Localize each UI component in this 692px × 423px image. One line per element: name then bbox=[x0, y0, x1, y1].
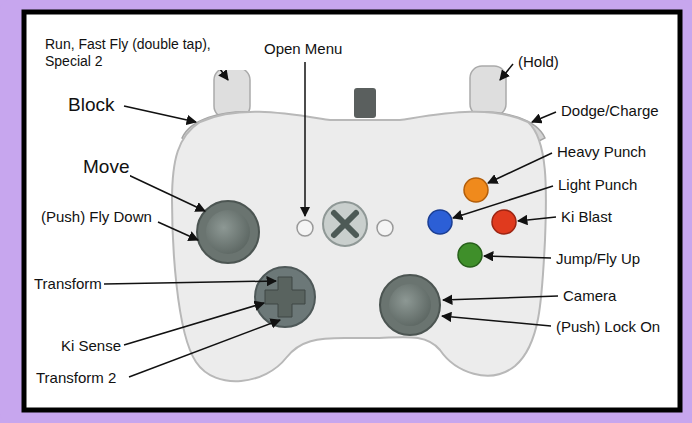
leader-line bbox=[484, 256, 551, 258]
callout-label: Light Punch bbox=[557, 176, 638, 194]
callout-label: Ki Blast bbox=[560, 208, 613, 226]
leader-line bbox=[453, 186, 553, 218]
leader-line bbox=[124, 106, 196, 122]
left-stick bbox=[197, 201, 259, 263]
callout-label: Block bbox=[67, 94, 115, 117]
leader-line bbox=[488, 153, 552, 183]
callout-label: Open Menu bbox=[263, 40, 343, 58]
callout-label: Transform 2 bbox=[35, 369, 117, 387]
callout-label: (Push) Fly Down bbox=[40, 208, 153, 226]
callout-label: Dodge/Charge bbox=[560, 102, 660, 120]
leader-line bbox=[104, 281, 276, 284]
callout-label: Ki Sense bbox=[60, 337, 122, 355]
y-button bbox=[464, 178, 488, 202]
leader-line bbox=[532, 112, 556, 122]
right-stick-cap bbox=[389, 284, 431, 326]
callout-label: Run, Fast Fly (double tap), Special 2 bbox=[44, 36, 246, 70]
leader-line bbox=[500, 64, 513, 80]
right-stick bbox=[380, 275, 440, 335]
b-button bbox=[492, 210, 516, 234]
leader-line bbox=[442, 316, 551, 326]
dpad-ring bbox=[255, 267, 315, 327]
x-button bbox=[428, 210, 452, 234]
callout-label: (Push) Lock On bbox=[555, 318, 661, 336]
right-trigger bbox=[470, 66, 506, 116]
left-trigger bbox=[214, 68, 250, 118]
callout-label: Heavy Punch bbox=[556, 143, 647, 161]
port bbox=[354, 88, 376, 118]
start-button bbox=[377, 220, 393, 236]
callout-label: Move bbox=[82, 156, 130, 179]
callout-label: Transform bbox=[33, 275, 103, 293]
callout-label: Jump/Fly Up bbox=[555, 250, 641, 268]
frame bbox=[24, 12, 680, 410]
leader-line bbox=[304, 62, 306, 216]
callout-label: Camera bbox=[562, 287, 617, 305]
dpad bbox=[265, 277, 305, 317]
controller-body bbox=[172, 112, 546, 381]
leader-line bbox=[124, 303, 264, 345]
leader-lines bbox=[104, 58, 558, 377]
guide-x-mark bbox=[334, 213, 356, 235]
leader-line bbox=[158, 222, 198, 240]
left-stick-cap bbox=[206, 210, 250, 254]
leader-line bbox=[129, 320, 280, 377]
guide-button bbox=[323, 202, 367, 246]
leader-line bbox=[443, 296, 558, 300]
leader-line bbox=[122, 172, 205, 211]
leader-line bbox=[518, 217, 556, 221]
a-button bbox=[458, 243, 482, 267]
back-button bbox=[297, 220, 313, 236]
callout-label: (Hold) bbox=[517, 53, 560, 71]
